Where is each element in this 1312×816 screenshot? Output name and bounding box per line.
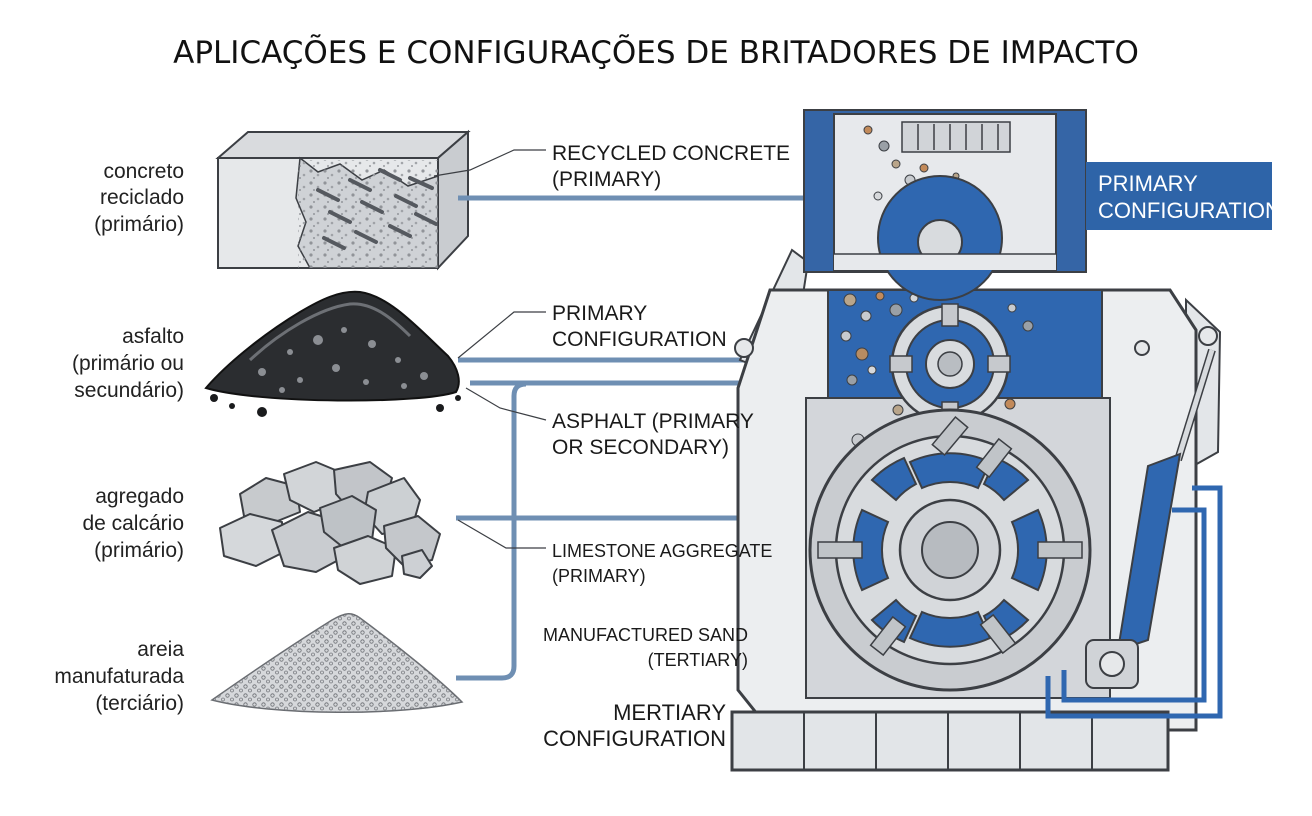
material-label-line: areia [137, 638, 184, 661]
material-label-line: (primário) [94, 539, 184, 562]
callout-line: MANUFACTURED SAND [543, 625, 748, 645]
callout-recycled-concrete: RECYCLED CONCRETE (PRIMARY) [552, 142, 790, 191]
primary-configuration-inset [803, 109, 1087, 301]
callout-line: (PRIMARY) [552, 566, 646, 586]
primary-rotor [808, 408, 1092, 692]
material-label-line: de calcário [82, 512, 184, 535]
material-label-limestone: agregado de calcário (primário) [82, 485, 184, 562]
asphalt-pile-icon [204, 290, 461, 417]
primary-configuration-badge: PRIMARY CONFIGURATION [1086, 162, 1281, 230]
callout-line: RECYCLED CONCRETE [552, 142, 790, 165]
hydraulic-cylinder [1045, 348, 1223, 719]
bottom-label-line: MERTIARY [613, 700, 726, 725]
callout-line: (TERTIARY) [648, 650, 748, 670]
material-label-sand: areia manufaturada (terciário) [54, 638, 184, 715]
material-label-line: asfalto [122, 325, 184, 348]
material-label-line: (terciário) [95, 692, 184, 715]
limestone-rocks-icon [219, 461, 441, 585]
callout-line: LIMESTONE AGGREGATE [552, 541, 772, 561]
bottom-configuration-label: MERTIARY CONFIGURATION [543, 700, 726, 751]
sand-pile-icon [210, 613, 464, 713]
material-label-line: (primário) [94, 213, 184, 236]
material-label-line: manufaturada [54, 665, 184, 688]
material-label-line: secundário) [74, 379, 184, 402]
callout-primary-configuration: PRIMARY CONFIGURATION [552, 302, 727, 351]
callout-manufactured-sand: MANUFACTURED SAND (TERTIARY) [543, 625, 748, 670]
callout-line: OR SECONDARY) [552, 436, 729, 459]
callout-limestone: LIMESTONE AGGREGATE (PRIMARY) [552, 541, 772, 586]
housing-bolts [734, 326, 1218, 689]
callout-line: CONFIGURATION [552, 328, 727, 351]
concrete-block-icon [215, 129, 471, 271]
callout-line: (PRIMARY) [552, 168, 661, 191]
material-label-line: (primário ou [72, 352, 184, 375]
page-title: APLICAÇÕES E CONFIGURAÇÕES DE BRITADORES… [173, 34, 1139, 71]
callout-line: PRIMARY [552, 302, 647, 325]
bottom-label-line: CONFIGURATION [543, 726, 726, 751]
material-label-line: concreto [103, 160, 184, 183]
material-label-asphalt: asfalto (primário ou secundário) [72, 325, 184, 402]
callout-asphalt: ASPHALT (PRIMARY OR SECONDARY) [552, 410, 754, 459]
badge-line: CONFIGURATION [1098, 198, 1281, 223]
connector-lines [433, 149, 889, 681]
material-label-concrete: concreto reciclado (primário) [94, 160, 184, 236]
impact-crusher-illustration [730, 248, 1223, 772]
material-label-line: reciclado [100, 186, 184, 209]
badge-line: PRIMARY [1098, 171, 1198, 196]
material-label-line: agregado [95, 485, 184, 508]
callout-line: ASPHALT (PRIMARY [552, 410, 754, 433]
